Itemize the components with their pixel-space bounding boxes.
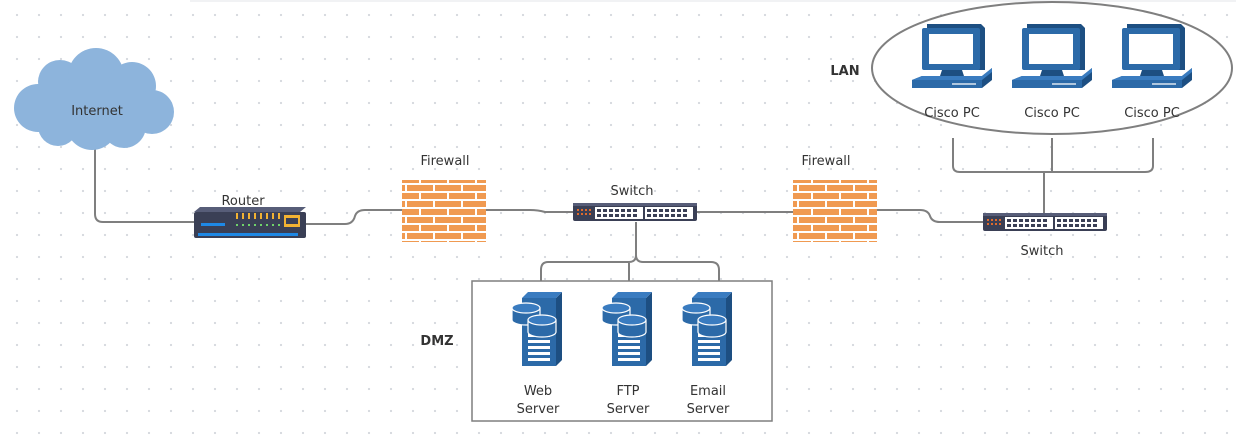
- dmz-server[interactable]: FTP Server: [601, 291, 653, 417]
- router[interactable]: Router: [194, 194, 306, 238]
- lan-pc[interactable]: Cisco PC: [911, 23, 993, 121]
- pc-label: Cisco PC: [1024, 106, 1080, 121]
- server-label-line1: FTP: [616, 384, 639, 399]
- desktop-computer-icon: [1011, 23, 1093, 89]
- switch-center[interactable]: Switch: [573, 184, 697, 221]
- firewall-2-label: Firewall: [801, 154, 850, 169]
- lan-group: LAN Cisco PC Cisco PC Cisco PC: [830, 1, 1233, 135]
- wire-router-firewall: [306, 209, 402, 225]
- cloud-icon: [14, 48, 174, 150]
- switch-center-label: Switch: [611, 184, 654, 199]
- router-label: Router: [221, 194, 265, 209]
- desktop-computer-icon: [1111, 23, 1193, 89]
- firewall-1-label: Firewall: [420, 154, 469, 169]
- connections: [94, 138, 1154, 300]
- dmz-server[interactable]: Web Server: [511, 291, 563, 417]
- desktop-computer-icon: [911, 23, 993, 89]
- lan-label: LAN: [830, 64, 859, 79]
- switch-lan[interactable]: Switch: [983, 213, 1107, 259]
- internet-cloud[interactable]: Internet: [14, 48, 174, 150]
- dmz-server[interactable]: Email Server: [681, 291, 733, 417]
- pc-label: Cisco PC: [1124, 106, 1180, 121]
- network-switch-icon: [573, 203, 697, 221]
- wire-lanswitch-pcs: [952, 138, 1154, 213]
- firewall-2[interactable]: Firewall: [793, 154, 877, 242]
- server-label-line2: Server: [687, 402, 730, 417]
- lan-pc[interactable]: Cisco PC: [1011, 23, 1093, 121]
- internet-label: Internet: [71, 104, 123, 119]
- network-switch-icon: [983, 213, 1107, 231]
- switch-lan-label: Switch: [1021, 244, 1064, 259]
- firewall-brick-icon: [402, 180, 486, 242]
- firewall-brick-icon: [793, 180, 877, 242]
- server-label-line1: Web: [524, 384, 552, 399]
- server-label-line2: Server: [517, 402, 560, 417]
- firewall-1[interactable]: Firewall: [402, 154, 486, 242]
- dmz-label: DMZ: [420, 334, 453, 349]
- wire-firewall2-lanswitch: [876, 209, 983, 223]
- server-label-line1: Email: [690, 384, 726, 399]
- wire-internet-router: [94, 148, 194, 223]
- server-label-line2: Server: [607, 402, 650, 417]
- pc-label: Cisco PC: [924, 106, 980, 121]
- router-icon: [194, 207, 306, 238]
- lan-pc[interactable]: Cisco PC: [1111, 23, 1193, 121]
- wire-firewall-switch: [486, 209, 573, 213]
- dmz-group: DMZ Web Server FTP Server Email Server: [420, 280, 773, 422]
